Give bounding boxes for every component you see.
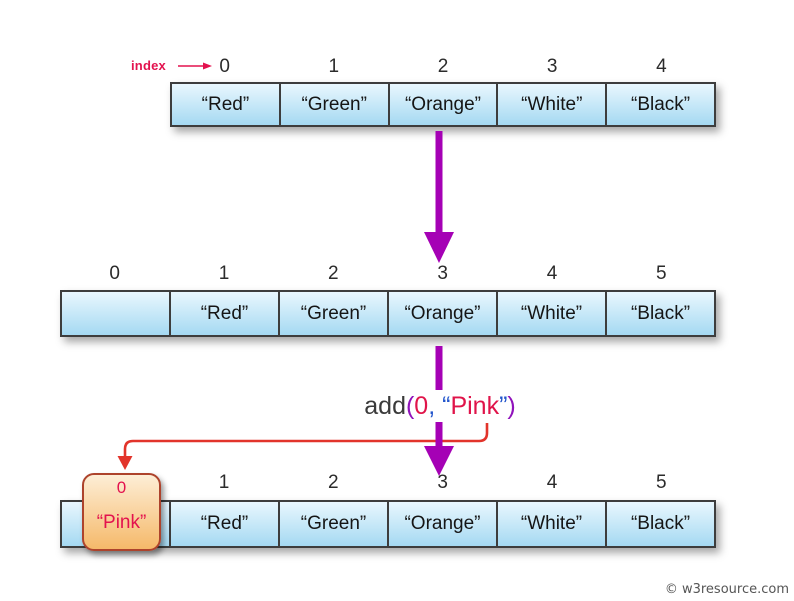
index-pointer-label: index bbox=[131, 58, 166, 73]
array-cell bbox=[62, 292, 171, 335]
operation-part: Pink bbox=[450, 392, 500, 420]
array-cell: “White” bbox=[498, 502, 607, 546]
highlight-index-label: 0 bbox=[116, 477, 127, 497]
operation-part: , bbox=[428, 392, 436, 420]
index-label: 3 bbox=[437, 472, 448, 493]
index-label: 4 bbox=[656, 56, 667, 77]
operation-part: ( bbox=[405, 392, 415, 420]
array-cell: “Orange” bbox=[389, 292, 498, 335]
array-cell: “Black” bbox=[630, 513, 691, 534]
bottom-array: “Red”“Green”“Orange”“White” “Black” bbox=[60, 500, 716, 548]
index-label: 3 bbox=[437, 263, 448, 284]
array-cell: “White” bbox=[498, 292, 607, 335]
array-cell: “Red” bbox=[171, 502, 280, 546]
middle-array: “Red”“Green”“Orange”“White” “Black” bbox=[60, 290, 716, 337]
array-cell: “Red” bbox=[172, 84, 281, 125]
index-label: 3 bbox=[546, 56, 558, 77]
index-label: 1 bbox=[218, 472, 230, 493]
highlight-box: 0 “Pink” bbox=[82, 473, 161, 551]
operation-part: ” bbox=[499, 392, 508, 420]
index-label: 4 bbox=[546, 472, 558, 493]
array-cell: “Red” bbox=[171, 292, 280, 335]
index-label: 2 bbox=[328, 472, 339, 493]
index-label: 0 bbox=[109, 263, 120, 284]
index-label: 5 bbox=[656, 472, 667, 493]
index-label: 0 bbox=[219, 56, 230, 77]
array-cell: “Green” bbox=[281, 84, 390, 125]
array-cell: “Black” bbox=[630, 302, 691, 324]
bottom-index-row: 1 2 3 4 5 bbox=[60, 472, 716, 493]
array-cell: “Green” bbox=[280, 502, 389, 546]
highlight-value: “Pink” bbox=[96, 511, 147, 533]
flow-arrow-top-to-middle bbox=[424, 131, 454, 263]
array-cell: “Orange” bbox=[390, 84, 499, 125]
operation-part: 0 bbox=[414, 392, 429, 420]
index-label: 1 bbox=[328, 56, 340, 77]
index-label: 2 bbox=[328, 263, 339, 284]
operation-call: add(0, “Pink”) bbox=[358, 390, 522, 422]
insert-arrow bbox=[117, 423, 489, 470]
top-array: “Red”“Green”“Orange”“White” “Black” bbox=[170, 82, 716, 127]
index-label: 1 bbox=[218, 263, 230, 284]
operation-part: add bbox=[364, 392, 406, 420]
middle-index-row: 0 1 2 3 4 5 bbox=[60, 263, 716, 284]
index-label: 2 bbox=[437, 56, 449, 77]
array-cell bbox=[62, 502, 171, 546]
array-cell: “Black” bbox=[631, 93, 691, 115]
operation-part: “ bbox=[435, 392, 451, 420]
operation-part: ) bbox=[507, 392, 516, 420]
array-cell: “Green” bbox=[280, 292, 389, 335]
copyright-note: © w3resource.com bbox=[664, 582, 789, 597]
array-cell: “Orange” bbox=[389, 502, 498, 546]
index-label: 4 bbox=[546, 263, 558, 284]
index-label: 5 bbox=[656, 263, 667, 284]
array-cell: “White” bbox=[498, 84, 608, 125]
top-index-row: 0 1 2 3 4 bbox=[170, 56, 716, 77]
